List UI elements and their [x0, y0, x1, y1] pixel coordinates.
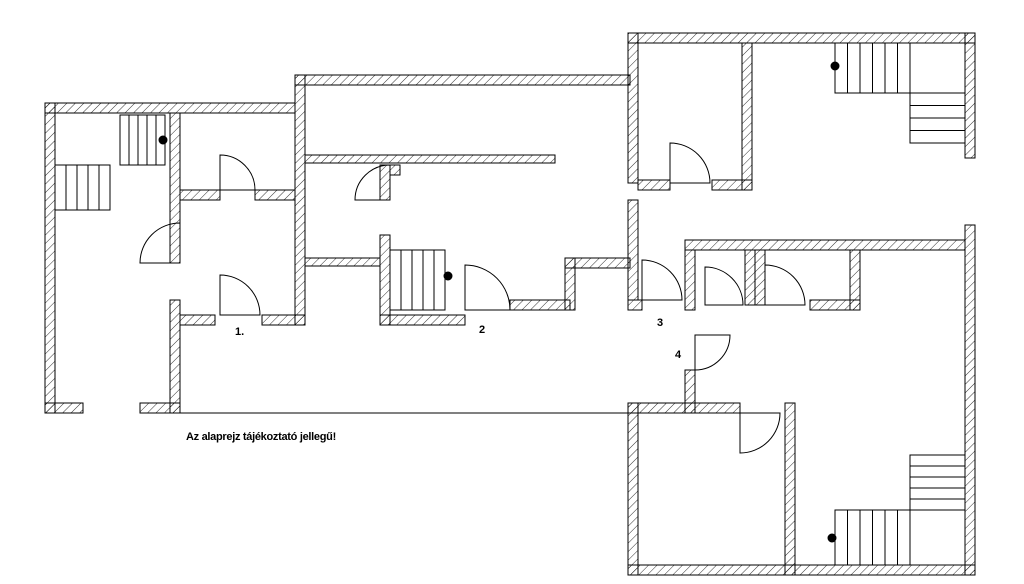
doors [139, 142, 806, 454]
wall-segment [379, 314, 466, 326]
wall-segment [627, 564, 976, 576]
disclaimer-note: Az alaprejz tájékoztató jellegű! [186, 431, 336, 443]
room-label-3: 3 [657, 317, 664, 329]
door-swing [704, 266, 744, 306]
wall-segment [627, 32, 976, 44]
wall-segment [304, 257, 381, 267]
wall-segment [509, 299, 571, 311]
wall-segment [627, 32, 639, 184]
walls [44, 32, 976, 576]
door-swing [219, 274, 261, 316]
staircase [834, 42, 911, 94]
door-swing [669, 142, 711, 184]
wall-segment [179, 189, 221, 201]
wall-segment [627, 402, 741, 414]
wall-segment [179, 314, 216, 326]
door-swing [739, 412, 781, 454]
wall-segment [44, 102, 56, 414]
staircase [909, 454, 966, 511]
door-swing [354, 164, 391, 201]
door-swing [641, 259, 683, 301]
room-label-1: 1. [235, 326, 245, 338]
wall-segment [564, 257, 631, 269]
wall-segment [627, 199, 639, 301]
stair-start-dot [443, 271, 453, 281]
staircase [389, 249, 446, 311]
wall-segment [809, 299, 861, 311]
staircase [119, 114, 166, 166]
wall-segment [754, 249, 766, 306]
wall-segment [379, 234, 391, 326]
wall-segment [711, 179, 753, 191]
wall-segment [389, 164, 401, 176]
wall-segment [684, 239, 966, 251]
wall-segment [254, 189, 296, 201]
wall-segment [684, 249, 696, 311]
wall-segment [169, 112, 181, 264]
wall-segment [294, 74, 631, 86]
wall-segment [741, 42, 753, 191]
wall-segment [627, 402, 639, 576]
stair-start-dot [158, 135, 168, 145]
wall-segment [379, 164, 391, 201]
wall-segment [44, 402, 84, 414]
wall-segment [964, 32, 976, 159]
room-label-2: 2 [479, 324, 486, 336]
wall-segment [294, 74, 306, 326]
stairs [54, 42, 966, 566]
wall-segment [304, 154, 556, 164]
stair-start-dot [830, 61, 840, 71]
wall-segment [627, 299, 643, 311]
door-swing [464, 264, 511, 311]
room-label-4: 4 [675, 349, 682, 361]
wall-segment [44, 102, 296, 114]
wall-segment [784, 402, 796, 576]
staircase [909, 92, 966, 144]
wall-segment [637, 179, 671, 191]
wall-segment [964, 224, 976, 576]
door-swing [219, 154, 256, 191]
door-swing [764, 264, 806, 306]
staircase [54, 164, 111, 211]
door-swing [694, 334, 731, 371]
wall-segment [744, 249, 756, 306]
wall-segment [169, 299, 181, 414]
stair-start-dot [827, 533, 837, 543]
door-swing [139, 222, 181, 264]
staircase [834, 509, 911, 566]
